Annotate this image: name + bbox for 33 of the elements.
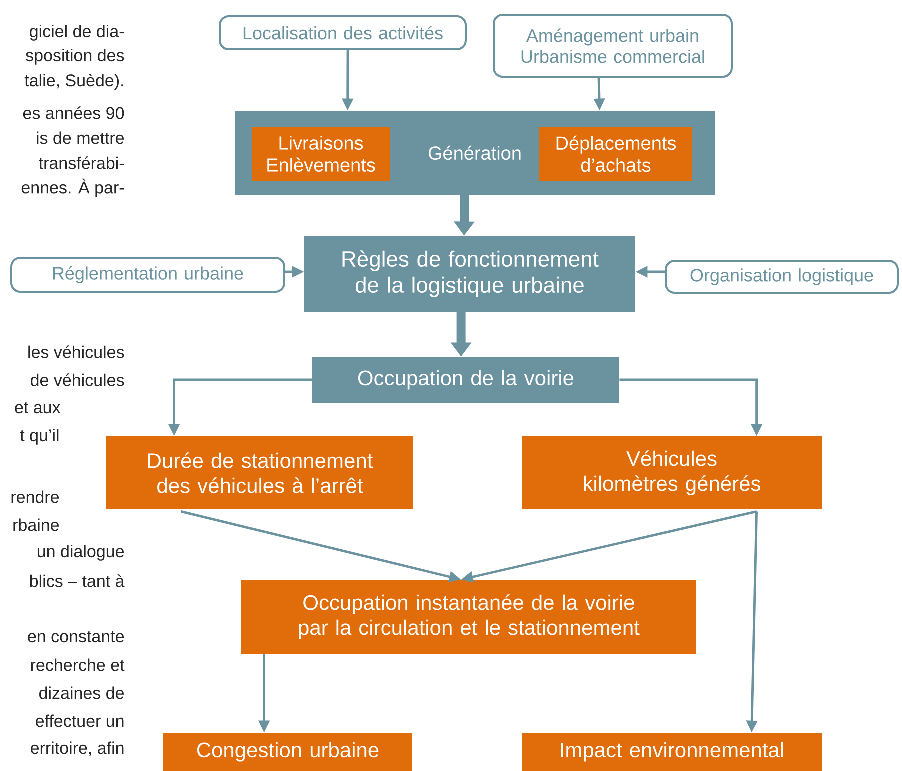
influence-box: Localisation des activités [219, 16, 467, 50]
body-text: recherche et [31, 658, 125, 672]
result-box: Durée de stationnement des véhicules à l’arrêt [106, 436, 414, 510]
body-text: en constante [28, 631, 124, 643]
body-text: transférabi- [39, 156, 124, 170]
body-text: dizaines de [40, 686, 124, 700]
body-text: un dialogue [38, 545, 124, 561]
influence-box: Réglementation urbaine [10, 257, 286, 293]
body-text: talie, Suède). [24, 74, 124, 90]
body-text: les véhicules [28, 346, 124, 358]
process-box: Occupation de la voirie [312, 357, 620, 403]
body-text: es années 90 [23, 106, 124, 120]
body-text: t qu’il [20, 429, 59, 445]
body-text: ennes. À par- [22, 178, 124, 198]
result-box: Congestion urbaine [164, 733, 412, 771]
body-text: blics – tant à [30, 574, 125, 588]
influence-box: Aménagement urbain Urbanisme commercial [493, 14, 733, 78]
body-text: erritoire, afin [31, 742, 124, 756]
influence-box: Organisation logistique [665, 260, 899, 294]
body-text: de véhicules [31, 374, 124, 386]
result-box: Occupation instantanée de la voirie par la circulation et le stationnement [242, 580, 696, 654]
body-text: sposition des [26, 49, 124, 65]
body-text: rbaine [14, 518, 60, 532]
body-text: giciel de dia- [30, 25, 124, 41]
process-box: Règles de fonctionnement de la logistique urbaine [304, 236, 636, 312]
result-box: Livraisons Enlèvements [252, 127, 390, 181]
body-text: rendre [12, 490, 60, 504]
body-text: is de mettre [37, 132, 124, 144]
result-box: Véhicules kilomètres générés [522, 436, 822, 510]
result-box: Déplacements d’achats [540, 127, 692, 181]
body-text: effectuer un [36, 714, 124, 728]
body-text: et aux [15, 402, 61, 414]
result-box: Impact environnemental [522, 733, 822, 771]
